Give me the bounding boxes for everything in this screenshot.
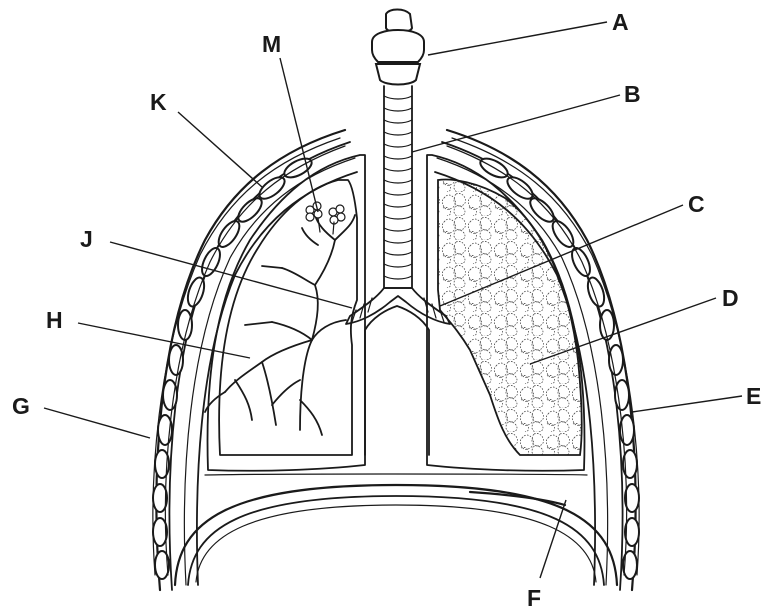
alveoli-cluster	[306, 202, 345, 234]
leader-E	[632, 396, 742, 412]
label-D: D	[722, 285, 739, 311]
leader-M	[280, 58, 318, 212]
leader-H	[78, 323, 250, 358]
label-F: F	[527, 585, 541, 611]
right-lung	[438, 180, 582, 455]
label-C: C	[688, 191, 705, 217]
label-A: A	[612, 9, 629, 35]
larynx	[372, 10, 424, 85]
mediastinum	[365, 306, 429, 455]
label-B: B	[624, 81, 641, 107]
diaphragm	[175, 474, 617, 585]
trachea	[384, 86, 412, 288]
leader-B	[412, 95, 620, 152]
leader-G	[44, 408, 150, 438]
label-K: K	[150, 89, 167, 115]
label-H: H	[46, 307, 63, 333]
label-M: M	[262, 31, 281, 57]
label-E: E	[746, 383, 761, 409]
label-J: J	[80, 226, 93, 252]
leader-A	[428, 22, 607, 55]
leader-J	[110, 242, 352, 308]
leader-F	[540, 500, 566, 578]
label-G: G	[12, 393, 30, 419]
leader-K	[178, 112, 262, 187]
